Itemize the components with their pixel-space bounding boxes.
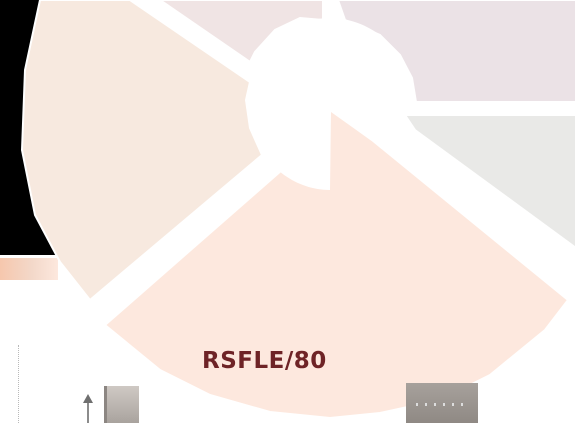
- product-code-label: RSFLE/80: [202, 348, 327, 374]
- thumbnail-dots: [416, 403, 466, 406]
- center-hub: [247, 18, 415, 190]
- product-thumbnail-right[interactable]: [406, 383, 478, 423]
- segment-top-left[interactable]: [120, 0, 324, 64]
- segment-left[interactable]: [20, 0, 264, 302]
- product-thumbnail-left[interactable]: [104, 386, 139, 423]
- segment-right[interactable]: [403, 114, 576, 250]
- up-arrow-icon: [83, 394, 93, 423]
- gradient-accent-strip: [0, 258, 58, 280]
- dotted-vertical-rule: [18, 345, 19, 423]
